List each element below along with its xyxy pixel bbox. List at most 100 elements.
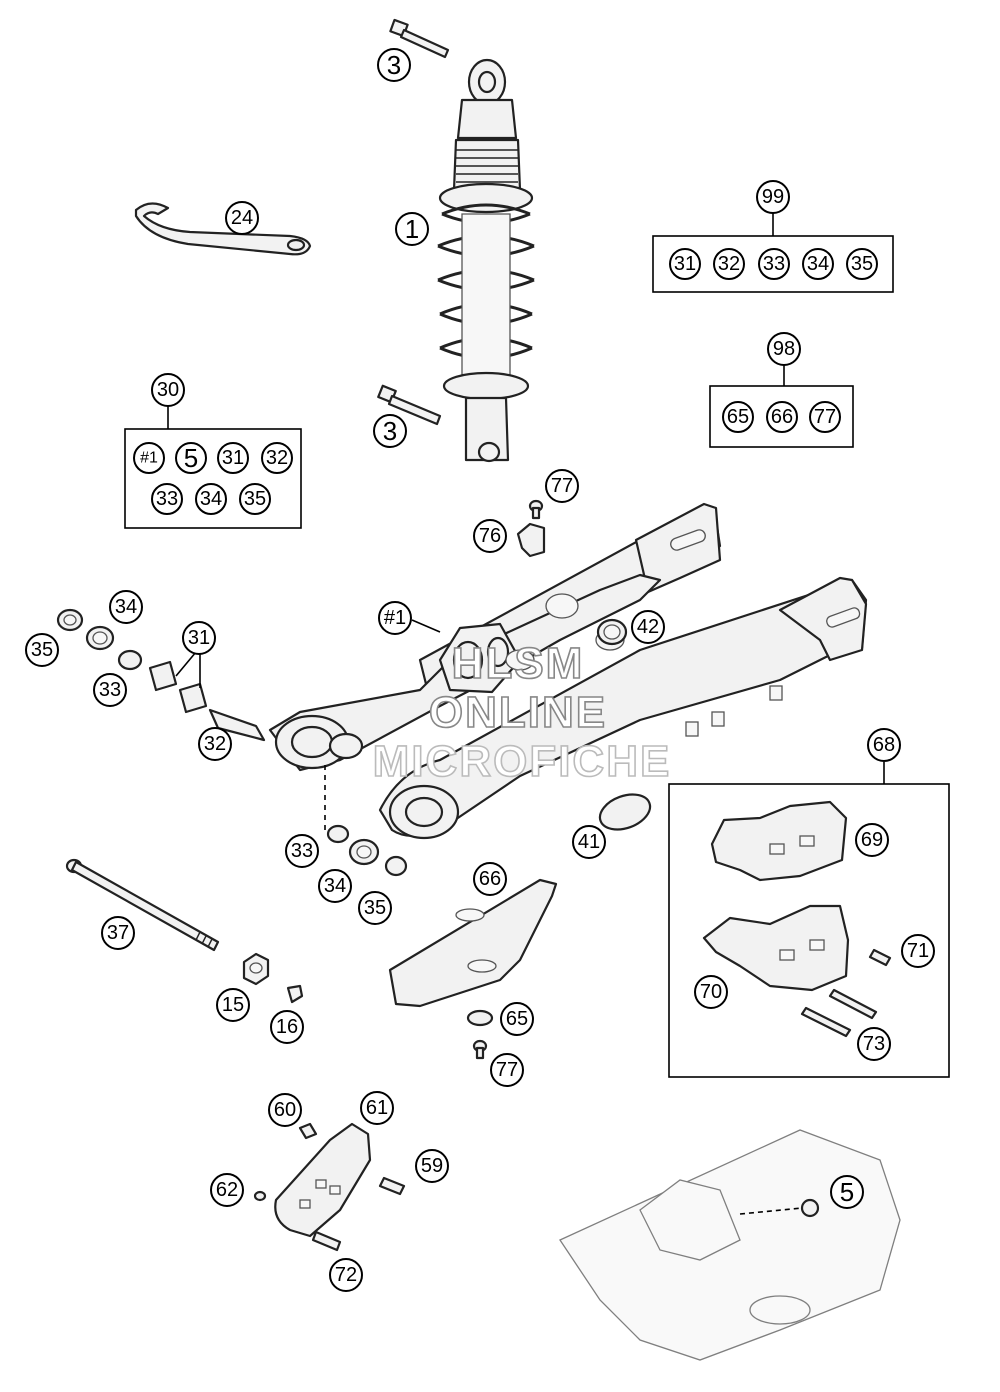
callout-61: 61	[360, 1091, 394, 1125]
callout-24: 24	[225, 201, 259, 235]
bolts-73	[800, 988, 878, 1038]
pivot-parts-left	[56, 608, 326, 830]
callout-1: 1	[395, 212, 429, 246]
kit99-item: 34	[802, 248, 834, 280]
svg-text:32: 32	[266, 447, 288, 469]
kit99-item: 31	[669, 248, 701, 280]
callout-34-bottom: 34	[318, 869, 352, 903]
callout-71: 71	[901, 934, 935, 968]
callout-32: 32	[198, 727, 232, 761]
svg-text:65: 65	[727, 406, 749, 428]
svg-text:32: 32	[204, 733, 226, 755]
callout-73: 73	[857, 1027, 891, 1061]
screw-77-bottom	[472, 1039, 488, 1060]
kit99-item: 33	[758, 248, 790, 280]
callout-16: 16	[270, 1010, 304, 1044]
svg-text:41: 41	[578, 831, 600, 853]
callout-77-top: 77	[545, 469, 579, 503]
svg-text:59: 59	[421, 1155, 443, 1177]
svg-text:35: 35	[31, 639, 53, 661]
callout-66: 66	[473, 862, 507, 896]
callout-65: 65	[500, 1002, 534, 1036]
callout-98: 98	[767, 332, 801, 366]
callout-33-bottom: 33	[285, 834, 319, 868]
kit30-item: 32	[261, 442, 293, 474]
pivot-axle-37	[65, 858, 220, 952]
svg-text:33: 33	[99, 679, 121, 701]
hook-spanner-24	[134, 202, 312, 256]
kit98-item: 77	[809, 401, 841, 433]
chain-guide-base-70	[702, 904, 850, 992]
kit30-item: 35	[239, 483, 271, 515]
svg-text:31: 31	[222, 447, 244, 469]
svg-text:77: 77	[551, 475, 573, 497]
svg-text:77: 77	[496, 1059, 518, 1081]
svg-text:34: 34	[115, 596, 137, 618]
chain-guide-69	[710, 800, 848, 882]
svg-text:65: 65	[506, 1008, 528, 1030]
bolt-71	[868, 948, 892, 967]
callout-5: 5	[830, 1175, 864, 1209]
callout-3-top: 3	[377, 48, 411, 82]
svg-text:5: 5	[840, 1177, 854, 1207]
svg-text:33: 33	[291, 840, 313, 862]
svg-text:24: 24	[231, 207, 253, 229]
cable-clamp-76	[516, 522, 546, 558]
bolt-3-bottom	[377, 384, 442, 426]
kit30-item: 5	[175, 442, 207, 474]
callout-62: 62	[210, 1173, 244, 1207]
callout-76: 76	[473, 519, 507, 553]
watermark-line3: MICROFICHE	[373, 737, 672, 786]
svg-text:34: 34	[200, 488, 222, 510]
svg-text:16: 16	[276, 1016, 298, 1038]
swingarm	[268, 502, 868, 840]
svg-text:33: 33	[763, 253, 785, 275]
kit-box-30	[124, 428, 302, 529]
kit99-item: 35	[846, 248, 878, 280]
svg-text:1: 1	[405, 214, 419, 244]
bushing-60	[298, 1122, 318, 1140]
bolt-59	[378, 1176, 406, 1196]
watermark-line1: HLSM	[452, 639, 585, 688]
svg-text:31: 31	[188, 627, 210, 649]
svg-text:70: 70	[700, 981, 722, 1003]
inset-detail	[559, 1129, 901, 1361]
kit-box-98	[709, 385, 854, 448]
svg-text:61: 61	[366, 1097, 388, 1119]
callout-35-top: 35	[25, 633, 59, 667]
kit-99-items: 31 32 33 34 35	[669, 248, 878, 280]
svg-text:73: 73	[863, 1033, 885, 1055]
kit98-item: 66	[766, 401, 798, 433]
kit99-item: 32	[713, 248, 745, 280]
chain-slider-66	[388, 878, 558, 1008]
washer-65	[466, 1009, 494, 1027]
callout-77-bottom: 77	[490, 1053, 524, 1087]
shock-absorber	[437, 58, 535, 463]
callout-37: 37	[101, 916, 135, 950]
kit-30-items: #1 5 31 32 33 34 35	[133, 442, 293, 515]
svg-text:66: 66	[479, 868, 501, 890]
svg-text:34: 34	[807, 253, 829, 275]
svg-text:30: 30	[157, 379, 179, 401]
callout-33-top: 33	[93, 673, 127, 707]
svg-text:72: 72	[335, 1264, 357, 1286]
callout-3-bottom: 3	[373, 414, 407, 448]
callout-hash1: #1	[378, 601, 412, 635]
svg-text:31: 31	[674, 253, 696, 275]
callout-60: 60	[268, 1093, 302, 1127]
callout-59: 59	[415, 1149, 449, 1183]
svg-text:99: 99	[762, 186, 784, 208]
svg-text:3: 3	[387, 50, 401, 80]
callout-68: 68	[867, 728, 901, 762]
plug-42	[596, 618, 628, 646]
svg-text:35: 35	[851, 253, 873, 275]
nut-5	[739, 1198, 820, 1218]
svg-text:35: 35	[364, 897, 386, 919]
svg-text:68: 68	[873, 734, 895, 756]
svg-text:32: 32	[718, 253, 740, 275]
nut-62	[253, 1190, 267, 1202]
svg-text:37: 37	[107, 922, 129, 944]
chain-guide-61	[274, 1122, 372, 1238]
svg-text:3: 3	[383, 416, 397, 446]
